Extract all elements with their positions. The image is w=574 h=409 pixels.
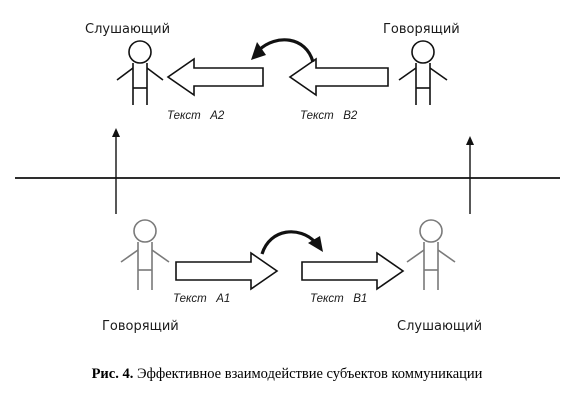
bottom-curved-arrow bbox=[260, 230, 323, 255]
left-vertical-arrow bbox=[112, 128, 120, 214]
figure-caption-label: Рис. 4. bbox=[91, 366, 134, 382]
top-right-text-label: Текст В2 bbox=[300, 110, 358, 122]
figure-caption: Рис. 4. Эффективное взаимодействие субъе… bbox=[0, 366, 574, 383]
top-curved-arrow bbox=[251, 38, 315, 63]
top-right-person-label: Говорящий bbox=[383, 22, 460, 37]
top-left-person-label: Слушающий bbox=[85, 22, 170, 37]
bottom-left-person-figure bbox=[120, 219, 170, 290]
bottom-right-text-label: Текст В1 bbox=[310, 293, 367, 305]
bottom-right-person-label: Слушающий bbox=[397, 319, 482, 334]
figure-caption-text: Эффективное взаимодействие субъектов ком… bbox=[136, 366, 483, 382]
right-vertical-arrow bbox=[466, 136, 474, 214]
bottom-left-person-label: Говорящий bbox=[102, 319, 179, 334]
top-right-block-arrow bbox=[288, 57, 389, 97]
bottom-left-text-label: Текст А1 bbox=[173, 293, 230, 305]
top-left-person-figure bbox=[116, 40, 164, 105]
top-left-block-arrow bbox=[166, 57, 264, 97]
bottom-right-person-figure bbox=[406, 219, 456, 290]
top-left-text-label: Текст А2 bbox=[167, 110, 225, 122]
top-right-person-figure bbox=[398, 40, 448, 105]
bottom-left-block-arrow bbox=[175, 251, 279, 291]
bottom-right-block-arrow bbox=[301, 251, 405, 291]
